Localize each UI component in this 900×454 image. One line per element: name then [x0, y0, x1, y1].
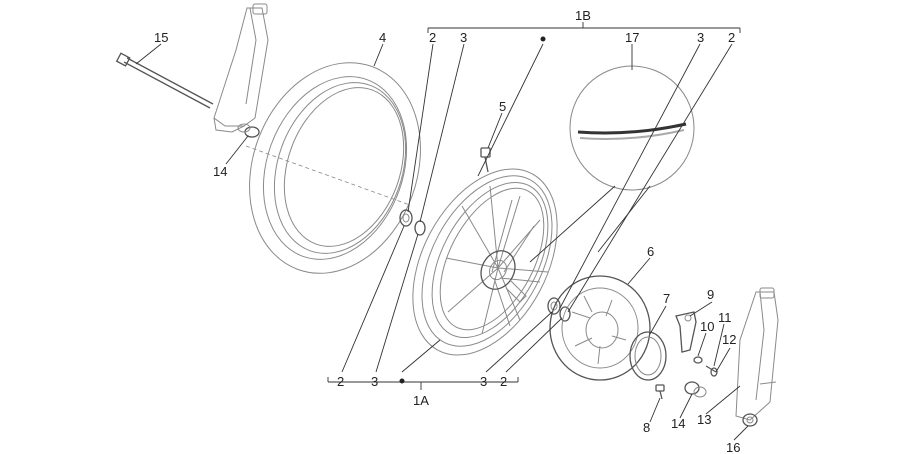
tone-wheel — [629, 331, 667, 381]
leader-lines — [135, 43, 749, 441]
sensor-screws — [693, 356, 718, 377]
axis-line-tire — [245, 145, 411, 206]
callout-10: 10 — [700, 319, 714, 334]
wheel-rim — [412, 168, 558, 356]
brake-disc — [549, 275, 651, 381]
callout-15: 15 — [154, 30, 168, 45]
callout-2-top: 2 — [429, 30, 436, 45]
spacer-right — [684, 381, 707, 398]
callout-3-bottom: 3 — [371, 374, 378, 389]
callout-14-right: 14 — [671, 416, 685, 431]
callout-3-top: 3 — [460, 30, 467, 45]
callout-13: 13 — [697, 412, 711, 427]
disc-bolt — [655, 384, 665, 400]
sensor-bracket — [675, 311, 697, 353]
callout-9: 9 — [707, 287, 714, 302]
callout-17: 17 — [625, 30, 639, 45]
group-label-1b: 1B — [575, 8, 591, 23]
callout-4: 4 — [379, 30, 386, 45]
callout-8: 8 — [643, 420, 650, 435]
tire — [249, 62, 421, 274]
callout-7: 7 — [663, 291, 670, 306]
sticker-detail — [529, 65, 695, 263]
marker-dot-1b — [540, 36, 546, 42]
callout-2-bottom: 2 — [337, 374, 344, 389]
right-fork-leg — [735, 287, 779, 421]
bearing-right — [547, 297, 571, 322]
callout-6: 6 — [647, 244, 654, 259]
left-fork-leg — [213, 3, 269, 133]
callout-14-left: 14 — [213, 164, 227, 179]
marker-dot-1a — [399, 378, 405, 384]
callout-3-topright: 3 — [697, 30, 704, 45]
callout-5: 5 — [499, 99, 506, 114]
callout-11: 11 — [718, 310, 732, 325]
axle-bolt — [115, 52, 214, 109]
callout-3-bottomright: 3 — [480, 374, 487, 389]
callout-2-topright: 2 — [728, 30, 735, 45]
bracket-1b — [427, 22, 741, 33]
callout-12: 12 — [722, 332, 736, 347]
callout-2-bottomright: 2 — [500, 374, 507, 389]
spacer-left — [237, 123, 260, 138]
axle-nut — [742, 413, 758, 427]
bracket-1a — [327, 377, 519, 390]
callout-16: 16 — [726, 440, 740, 454]
group-label-1a: 1A — [413, 393, 429, 408]
